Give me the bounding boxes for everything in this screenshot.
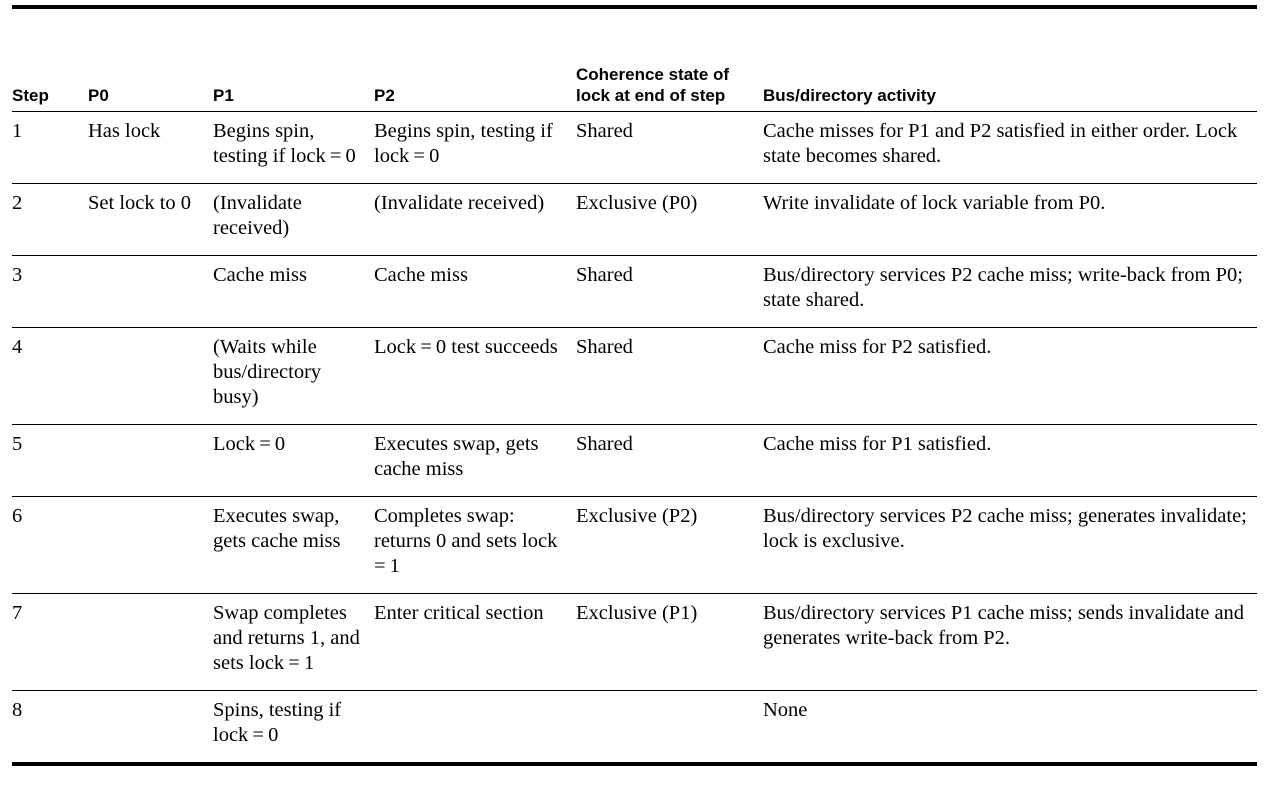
cell-p0	[88, 690, 213, 764]
cell-bus: None	[763, 698, 808, 721]
cell-p2: Lock = 0 test succeeds	[374, 327, 576, 425]
cell-bus: Cache misses for P1 and P2 satisfied in …	[763, 111, 1257, 184]
table-container: Step P0 P1 P2 Coherence state of lock at…	[12, 5, 1257, 766]
column-header-step: Step	[12, 7, 88, 112]
table-row: 8 Spins, testing if lock = 0 None	[12, 690, 1257, 764]
cell-bus: Cache miss for P1 satisfied.	[763, 424, 1257, 497]
cell-bus: Write invalidate of lock variable from P…	[763, 183, 1257, 256]
column-header-bus: Bus/directory activity	[763, 7, 1257, 112]
table-row: 6 Executes swap, gets cache miss Complet…	[12, 496, 1257, 594]
cell-bus: Bus/directory services P1 cache miss; se…	[763, 593, 1257, 691]
cell-p1: Spins, testing if lock = 0	[213, 698, 342, 746]
cell-bus: Bus/directory services P2 cache miss; ge…	[763, 496, 1257, 594]
cell-step: 1	[12, 111, 88, 184]
cell-p0	[88, 255, 213, 328]
cell-p2: (Invalidate received)	[374, 183, 576, 256]
cell-p2: Cache miss	[374, 255, 576, 328]
cell-step: 6	[12, 496, 88, 594]
table-row: 5 Lock = 0 Executes swap, gets cache mis…	[12, 424, 1257, 497]
column-header-p1: P1	[213, 7, 374, 112]
cell-coherence	[576, 690, 763, 764]
table-row: 2 Set lock to 0 (Invalidate received) (I…	[12, 183, 1257, 256]
column-header-p0: P0	[88, 7, 213, 112]
cell-p2: Executes swap, gets cache miss	[374, 424, 576, 497]
cell-p0	[88, 496, 213, 594]
cell-p1: Cache miss	[213, 255, 374, 328]
cell-coherence: Exclusive (P0)	[576, 183, 763, 256]
cell-p2: Completes swap: returns 0 and sets lock …	[374, 496, 576, 594]
cell-step: 5	[12, 424, 88, 497]
cell-step: 2	[12, 183, 88, 256]
table-row: 7 Swap completes and returns 1, and sets…	[12, 593, 1257, 691]
cell-coherence: Shared	[576, 111, 763, 184]
column-header-p2: P2	[374, 7, 576, 112]
table-header: Step P0 P1 P2 Coherence state of lock at…	[12, 7, 1257, 112]
cell-bus: Bus/directory services P2 cache miss; wr…	[763, 255, 1257, 328]
cell-coherence: Shared	[576, 327, 763, 425]
cell-p1: Executes swap, gets cache miss	[213, 496, 374, 594]
cache-coherence-steps-table: Step P0 P1 P2 Coherence state of lock at…	[12, 5, 1257, 766]
cell-p0	[88, 424, 213, 497]
cell-coherence: Exclusive (P1)	[576, 593, 763, 691]
cell-bus: Cache miss for P2 satisfied.	[763, 327, 1257, 425]
table-row: 1 Has lock Begins spin, testing if lock …	[12, 111, 1257, 184]
cell-p1: (Invalidate received)	[213, 183, 374, 256]
table-row: 3 Cache miss Cache miss Shared Bus/direc…	[12, 255, 1257, 328]
cell-step: 7	[12, 593, 88, 691]
cell-step: 4	[12, 327, 88, 425]
cell-p0: Set lock to 0	[88, 183, 213, 256]
cell-p2	[374, 690, 576, 764]
cell-step: 3	[12, 255, 88, 328]
table-body: 1 Has lock Begins spin, testing if lock …	[12, 111, 1257, 764]
cell-p2: Begins spin, testing if lock = 0	[374, 111, 576, 184]
cell-p0	[88, 593, 213, 691]
cell-p1: (Waits while bus/directory busy)	[213, 327, 374, 425]
cell-p2: Enter critical section	[374, 593, 576, 691]
table-header-row: Step P0 P1 P2 Coherence state of lock at…	[12, 7, 1257, 112]
column-header-coherence: Coherence state of lock at end of step	[576, 7, 763, 112]
cell-p0: Has lock	[88, 111, 213, 184]
cell-coherence: Shared	[576, 255, 763, 328]
cell-p1: Swap completes and returns 1, and sets l…	[213, 593, 374, 691]
cell-coherence: Exclusive (P2)	[576, 496, 763, 594]
cell-p1: Lock = 0	[213, 424, 374, 497]
cell-p1: Begins spin, testing if lock = 0	[213, 111, 374, 184]
cell-step: 8	[12, 698, 23, 721]
cell-p0	[88, 327, 213, 425]
cell-coherence: Shared	[576, 424, 763, 497]
table-row: 4 (Waits while bus/directory busy) Lock …	[12, 327, 1257, 425]
